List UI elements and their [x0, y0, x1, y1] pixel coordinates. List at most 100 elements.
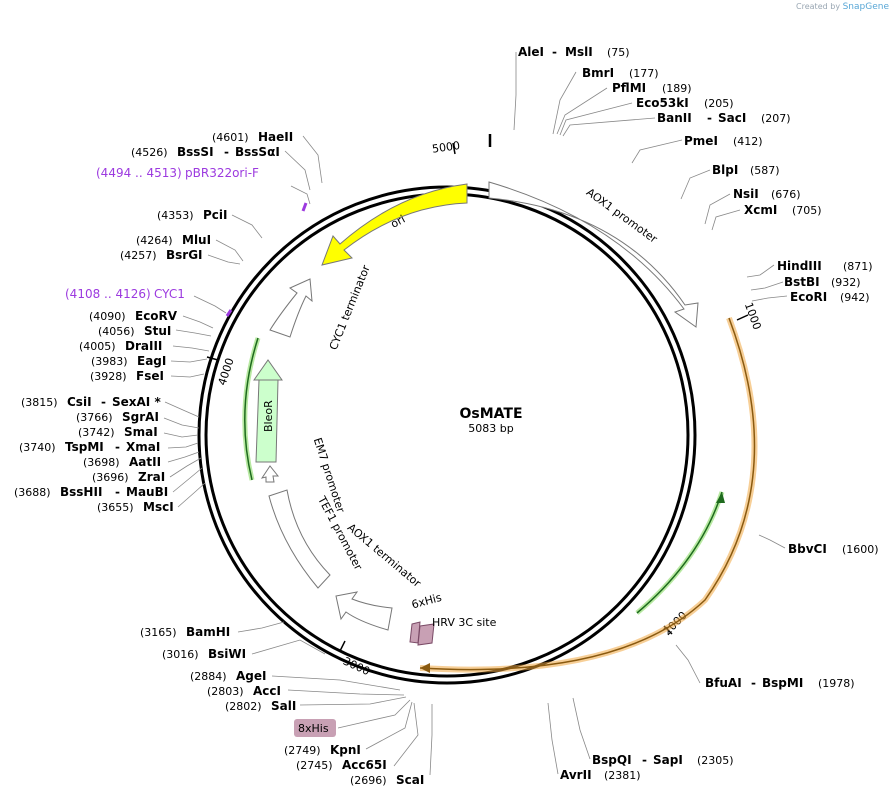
enzyme-csii-pos: (3815) — [21, 396, 58, 409]
enzyme-alei-sep: - — [552, 45, 557, 59]
enzyme-xcmi: XcmI — [744, 203, 777, 217]
enzyme-bfuai: BfuAI — [705, 676, 742, 690]
enzyme-avrii: AvrII — [560, 768, 592, 782]
enzyme-avrii-pos: (2381) — [604, 769, 641, 782]
enzyme-agei: AgeI — [236, 669, 266, 683]
enzyme-blpi-pos: (587) — [750, 164, 780, 177]
enzyme-mlui-pos: (4264) — [136, 234, 173, 247]
enzyme-sgrai: SgrAI — [122, 410, 159, 424]
enzyme-pcii-pos: (4353) — [157, 209, 194, 222]
enzyme-sali: SalI — [271, 699, 296, 713]
enzyme-aatii: AatII — [129, 455, 161, 469]
his8-badge — [294, 719, 336, 737]
enzyme-csii: CsiI — [67, 395, 92, 409]
enzyme-eagi-pos: (3983) — [91, 355, 128, 368]
enzyme-bsssi-pos: (4526) — [131, 146, 168, 159]
his6-label: 6xHis — [410, 591, 443, 612]
primer-pbr322-name: pBR322ori-F — [185, 166, 259, 180]
enzyme-xmai: XmaI — [126, 440, 160, 454]
enzyme-bspqi-sep: - — [642, 753, 647, 767]
enzyme-haeii-pos: (4601) — [212, 131, 249, 144]
enzyme-pcii: PciI — [203, 208, 228, 222]
enzyme-ecorv: EcoRV — [135, 309, 178, 323]
orf-green-line — [636, 491, 723, 614]
enzyme-pflmi: PflMI — [612, 81, 646, 95]
enzyme-kpni-pos: (2749) — [284, 744, 321, 757]
plasmid-size: 5083 bp — [468, 422, 513, 435]
enzyme-bamhi: BamHI — [186, 625, 230, 639]
orf-orange-line — [419, 317, 756, 671]
enzyme-banii-pos: (207) — [761, 112, 791, 125]
enzyme-agei-pos: (2884) — [190, 670, 227, 683]
aox1-terminator-feature — [335, 591, 393, 631]
enzyme-pmei-pos: (412) — [733, 135, 763, 148]
enzyme-sexai: SexAI * — [112, 395, 161, 409]
primer-mark-pbr322 — [301, 202, 308, 212]
tick-5000: 5000 — [431, 139, 461, 156]
enzyme-stui: StuI — [144, 324, 171, 338]
enzyme-acc65i-pos: (2745) — [296, 759, 333, 772]
credit-prefix: Created by — [796, 2, 841, 11]
enzyme-csii-sep: - — [101, 395, 106, 409]
enzyme-hindiii-pos: (871) — [843, 260, 873, 273]
snapgene-brand: SnapGene — [842, 2, 889, 12]
enzyme-draiii: DraIII — [125, 339, 162, 353]
enzyme-alei-pos: (75) — [607, 46, 630, 59]
his8-label: 8xHis — [298, 722, 329, 735]
enzyme-msci: MscI — [143, 500, 174, 514]
enzyme-acci: AccI — [253, 684, 281, 698]
enzyme-smai-pos: (3742) — [78, 426, 115, 439]
enzyme-bmri-pos: (177) — [629, 67, 659, 80]
enzyme-sgrai-pos: (3766) — [76, 411, 113, 424]
enzyme-haeii: HaeII — [258, 130, 293, 144]
enzyme-kpni: KpnI — [330, 743, 361, 757]
enzyme-banii: BanII — [657, 111, 692, 125]
enzyme-bspmi: BspMI — [762, 676, 803, 690]
enzyme-tspmi-pos: (3740) — [19, 441, 56, 454]
enzyme-bbvci: BbvCI — [788, 542, 827, 556]
enzyme-ecori-pos: (942) — [840, 291, 870, 304]
enzyme-zrai: ZraI — [138, 470, 165, 484]
backbone-inner — [204, 192, 690, 678]
hrv-label: HRV 3C site — [432, 616, 497, 629]
enzyme-acci-pos: (2803) — [207, 685, 244, 698]
enzyme-bsshii-sep: - — [115, 485, 120, 499]
enzyme-aatii-pos: (3698) — [83, 456, 120, 469]
primer-mark-cyc1 — [225, 309, 233, 317]
enzyme-banii-sep: - — [707, 111, 712, 125]
enzyme-xcmi-pos: (705) — [792, 204, 822, 217]
enzyme-saci: SacI — [718, 111, 746, 125]
enzyme-bspqi: BspQI — [592, 753, 632, 767]
enzyme-nsii: NsiI — [733, 187, 759, 201]
enzyme-bstbi: BstBI — [784, 275, 820, 289]
enzyme-bsiwi: BsiWI — [208, 647, 246, 661]
enzyme-labels-right: AleI - MslI (75) BmrI (177) PflMI (189) … — [518, 45, 879, 782]
ori-label: ori — [389, 213, 408, 231]
enzyme-bsrgi: BsrGI — [166, 248, 203, 262]
enzyme-bsshii-pos: (3688) — [14, 486, 51, 499]
enzyme-msli: MslI — [565, 45, 593, 59]
enzyme-tspmi-sep: - — [115, 440, 120, 454]
enzyme-labels-left: (4601) HaeII (4526) BssSI - BssSαI (4494… — [14, 130, 424, 787]
enzyme-scai: ScaI — [396, 773, 424, 787]
primer-cyc1-name: CYC1 — [154, 287, 185, 301]
primer-pbr322-range: (4494 .. 4513) — [96, 166, 182, 180]
bleor-feature — [253, 359, 283, 463]
enzyme-bspqi-pos: (2305) — [697, 754, 734, 767]
enzyme-ecorv-pos: (4090) — [89, 310, 126, 323]
bleor-label: BleoR — [262, 400, 275, 432]
ori-feature — [321, 183, 468, 266]
leader-lines-right — [513, 52, 788, 775]
enzyme-bsssai: BssSαI — [235, 145, 280, 159]
primer-cyc1-range: (4108 .. 4126) — [65, 287, 151, 301]
snapgene-credit: Created by SnapGene — [796, 2, 889, 12]
enzyme-smai: SmaI — [124, 425, 158, 439]
enzyme-maubi: MauBI — [126, 485, 168, 499]
enzyme-scai-pos: (2696) — [350, 774, 387, 787]
enzyme-eagi: EagI — [137, 354, 166, 368]
enzyme-eco53ki: Eco53kI — [636, 96, 689, 110]
enzyme-bfuai-pos: (1978) — [818, 677, 855, 690]
leader-lines-left — [163, 135, 433, 776]
enzyme-bsssi: BssSI — [177, 145, 214, 159]
